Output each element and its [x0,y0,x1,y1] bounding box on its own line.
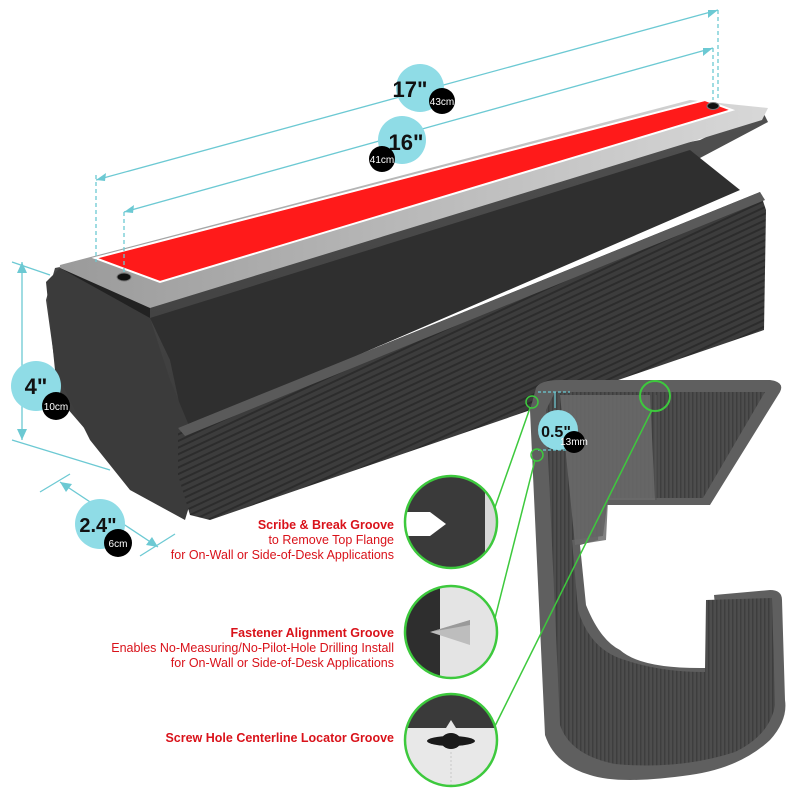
tray-end-face [46,268,200,520]
tray-cavity [150,150,740,430]
dim-ext-4-bottom [11,439,111,471]
groove-marker-centerline [639,380,671,412]
bubble-05-value: 0.5" [541,424,571,441]
leader-scribe [493,407,531,511]
arrow-24-right [146,537,158,547]
bubble-4-metric: 10cm [44,402,68,413]
callout-fastener-title: Fastener Alignment Groove [230,626,394,640]
callout-fastener-groove: Fastener Alignment Groove Enables No-Mea… [111,626,394,671]
callout-scribe-line-2: for On-Wall or Side-of-Desk Applications [170,548,394,562]
bubble-05-badge [563,431,585,453]
bubble-24-value: 2.4" [79,515,116,537]
bubble-17: 17" 43cm [393,64,455,114]
callout-fastener-line-1: Enables No-Measuring/No-Pilot-Hole Drill… [111,641,394,655]
arrow-4-bottom [17,429,27,440]
bubble-17-value: 17" [393,77,428,102]
arrow-4-top [17,262,27,273]
groove-marker-scribe [525,395,539,409]
arrow-17-left [96,173,106,181]
adhesive-strip [91,98,736,284]
callout-fastener-line-2: for On-Wall or Side-of-Desk Applications [170,656,394,670]
cable-tray [46,98,768,520]
leader-fastener [493,459,536,623]
callout-scribe-title: Scribe & Break Groove [257,518,394,532]
dim-ext-4-top [11,261,51,276]
dim-ext-24-left [39,473,71,493]
bubble-16: 16" 41cm [369,116,426,172]
bubble-16-value: 16" [389,130,424,155]
bubble-4-value: 4" [25,374,48,399]
screw-hole-left [116,272,132,282]
callout-scribe-line-1: to Remove Top Flange [268,533,394,547]
cross-section-bevel [560,395,655,545]
cross-section: 0.5" 13mm [525,380,786,780]
groove-marker-fastener [530,448,544,462]
callout-centerline-groove: Screw Hole Centerline Locator Groove [165,731,394,746]
bubble-4: 4" 10cm [11,361,70,420]
screw-hole-right [706,102,720,110]
callout-scribe-groove: Scribe & Break Groove to Remove Top Flan… [171,518,394,563]
detail-centerline-groove [403,692,499,788]
dim-ext-24-right [139,533,176,557]
bubble-16-metric: 41cm [370,155,394,166]
arrow-16-right [703,48,713,56]
arrow-24-left [60,482,72,492]
leader-lines [493,407,653,729]
bubble-24-metric: 6cm [109,539,128,550]
bubble-24: 2.4" 6cm [75,499,132,557]
arrow-16-left [124,205,134,213]
tray-front-lip [178,192,766,520]
tray-lip-edge [178,192,765,436]
leader-centerline [493,409,653,729]
bubble-05-metric: 13mm [560,437,588,448]
dimension-arrows [17,10,718,547]
bubble-17-metric: 43cm [430,97,454,108]
detail-scribe-groove [403,474,499,570]
callout-centerline-title: Screw Hole Centerline Locator Groove [165,731,394,745]
detail-fastener-groove [403,584,499,680]
arrow-17-right [708,10,718,18]
